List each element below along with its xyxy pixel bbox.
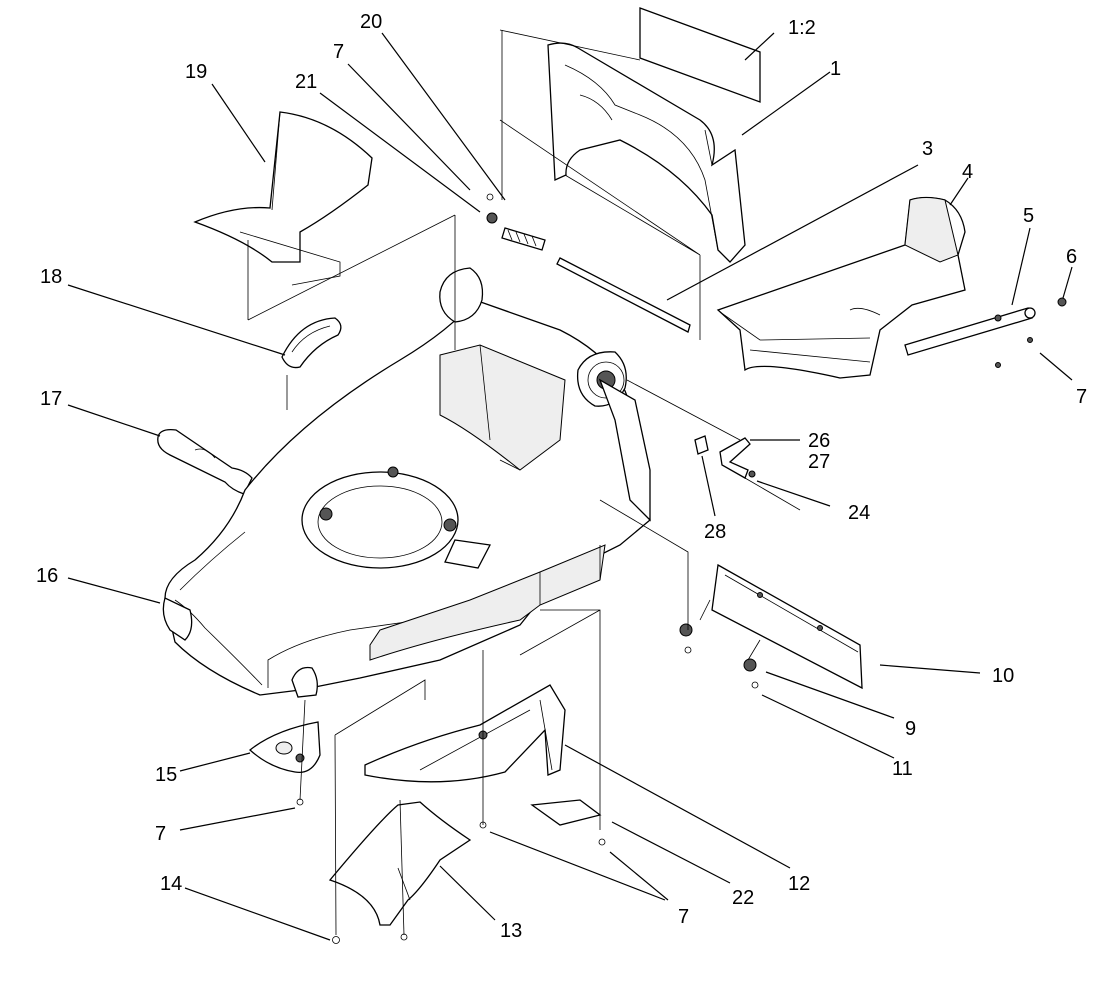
callout-7-right: 7 [1076, 386, 1087, 408]
callout-10: 10 [992, 665, 1014, 687]
callout-17: 17 [40, 388, 62, 410]
part-5-hinge-rod [904, 297, 1067, 368]
callout-11: 11 [892, 758, 913, 780]
part-10-side-plate [679, 563, 863, 690]
leader-lines [67, 32, 1073, 941]
callout-13: 13 [500, 920, 522, 942]
callout-18: 18 [40, 266, 62, 288]
part-13-lower-guard [328, 801, 472, 944]
part-12-lower-chute [364, 684, 566, 829]
guide-lines [286, 29, 871, 936]
callout-24: 24 [848, 502, 870, 524]
callout-26: 26 [808, 430, 830, 452]
callout-4: 4 [962, 161, 973, 183]
callout-9: 9 [905, 718, 916, 740]
mower-deck [162, 267, 651, 698]
callout-5: 5 [1023, 205, 1034, 227]
callout-12: 12 [788, 873, 810, 895]
callout-20: 20 [360, 11, 382, 33]
callout-6: 6 [1066, 246, 1077, 268]
callout-1: 1 [830, 58, 841, 80]
callout-15: 15 [155, 764, 177, 786]
part-20-21-spring [486, 193, 546, 251]
callout-22: 22 [732, 887, 754, 909]
part-24-28-linkage [694, 435, 756, 479]
callout-7-left: 7 [155, 823, 166, 845]
part-19-rear-flap [193, 111, 456, 321]
part-1-bag-frame [547, 42, 746, 263]
callout-1-2: 1:2 [788, 17, 816, 39]
callout-14: 14 [160, 873, 182, 895]
part-1-2-label [639, 7, 761, 103]
callout-27: 27 [808, 451, 830, 473]
callout-16: 16 [36, 565, 58, 587]
callout-19: 19 [185, 61, 207, 83]
part-3-long-rod [556, 257, 691, 333]
part-22-bracket [530, 799, 606, 846]
part-15-front-cover [248, 721, 321, 806]
callout-7-top: 7 [333, 41, 344, 63]
callout-7-bottom: 7 [678, 906, 689, 928]
part-4-rear-door [716, 196, 966, 379]
callout-28: 28 [704, 521, 726, 543]
part-17-handle [157, 429, 253, 495]
callout-3: 3 [922, 138, 933, 160]
callout-21: 21 [295, 71, 317, 93]
callout-labels: 1:2 1 3 4 5 6 7 19 20 7 21 18 17 16 15 7… [36, 11, 1087, 942]
part-18-grip [281, 317, 342, 369]
